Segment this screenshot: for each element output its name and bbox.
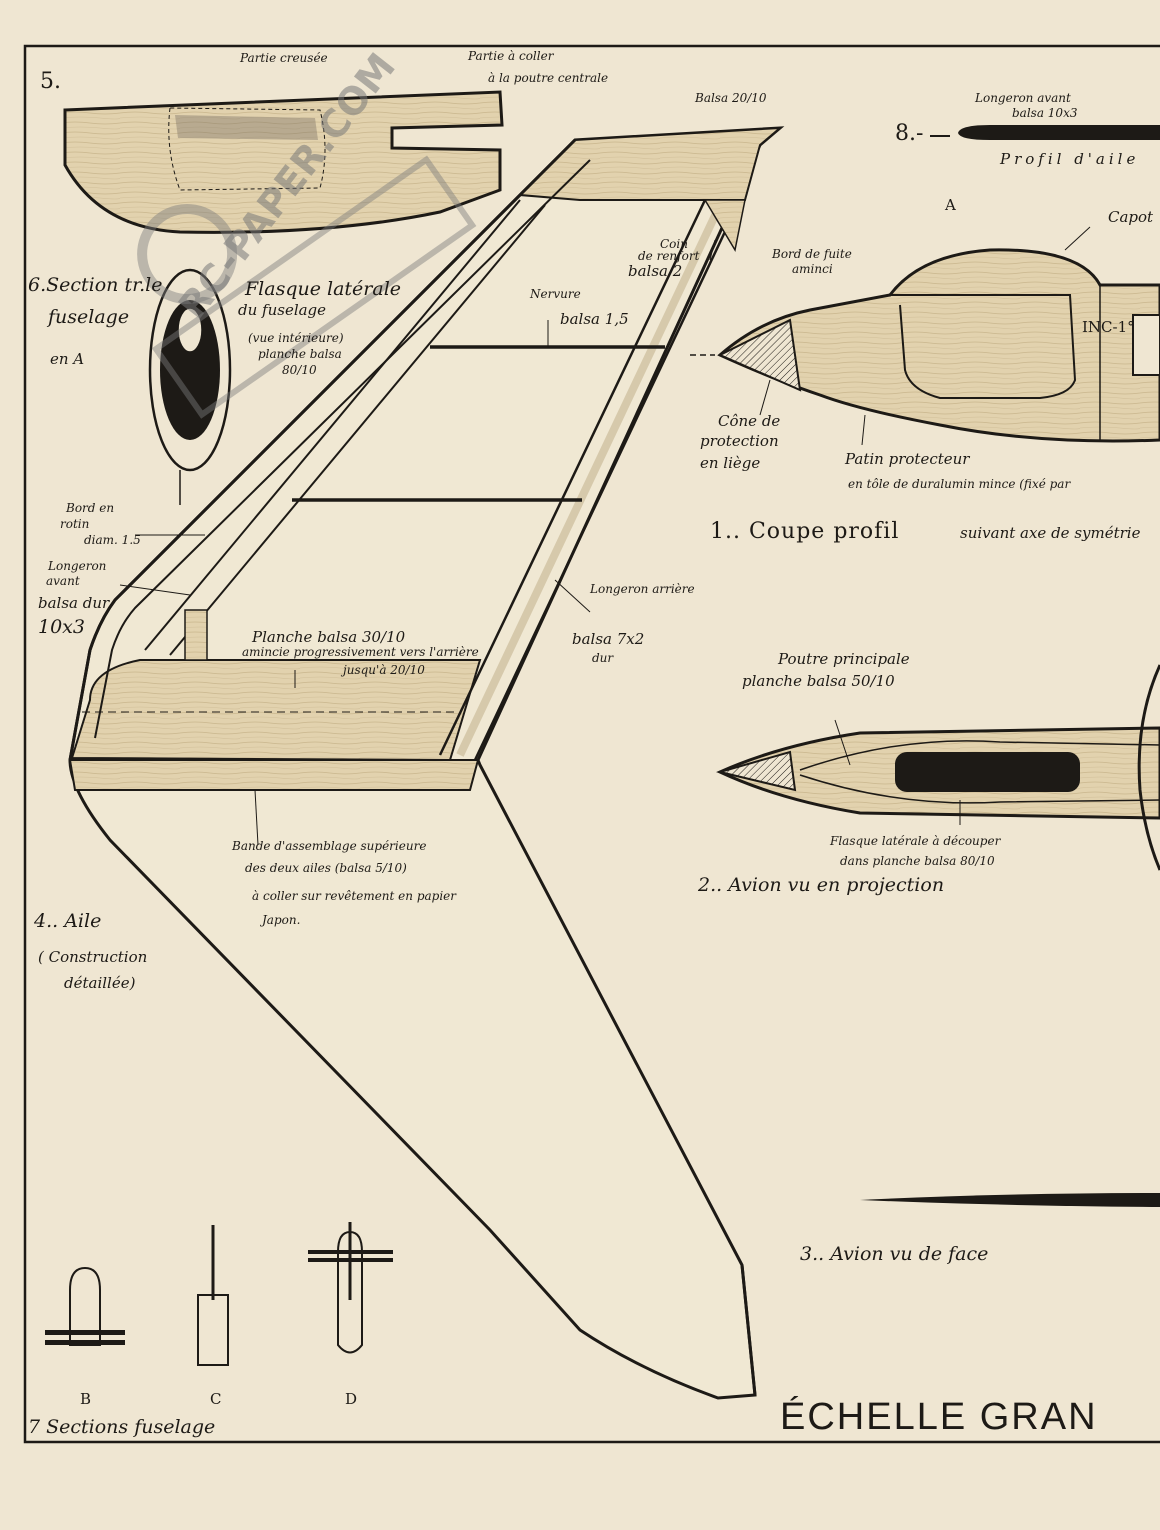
view-5-beam-part: [63, 90, 504, 234]
view-8-spar-1: Longeron avant: [975, 91, 1071, 105]
wing-coin-2: de renfort: [638, 249, 700, 263]
wing-trailing-edge-1: Bord de fuite: [772, 247, 852, 261]
section-c-label: C: [210, 1390, 222, 1408]
wing-rattan-3: diam. 1.5: [84, 533, 141, 547]
wing-plank-3: jusqu'à 20/10: [343, 663, 425, 677]
wing-rear-spar: Longeron arrière: [590, 582, 695, 596]
wing-coin-1: Coin: [660, 237, 688, 251]
view-5-number: 5.: [40, 69, 61, 94]
view-6-flasque-1: Flasque latérale: [245, 278, 402, 300]
view-7-sections: [45, 1222, 393, 1366]
view-1-section-a: A: [945, 196, 956, 214]
view-4-title-2: ( Construction: [38, 948, 148, 966]
view-1-incidence: INC-1°: [1082, 318, 1135, 336]
wing-band-3: à coller sur revêtement en papier: [252, 889, 457, 903]
section-d-label: D: [345, 1390, 358, 1408]
view-8-number: 8.-: [895, 121, 924, 146]
wing-balsa-top: Balsa 20/10: [695, 91, 767, 105]
view-8-wing-profile: [930, 125, 1160, 140]
view-1-skid-2: en tôle de duralumin mince (fixé par: [848, 477, 1071, 491]
wing-trailing-edge-2: aminci: [792, 262, 833, 276]
wing-front-spar-2: avant: [46, 574, 80, 588]
view-3-caption: 3.. Avion vu de face: [800, 1243, 989, 1265]
view-4-title-3: détaillée): [64, 974, 136, 992]
wing-coin-3: balsa 2: [628, 262, 683, 280]
view-6-flasque-4: planche balsa: [258, 347, 342, 361]
scale-title: ÉCHELLE GRAN: [780, 1396, 1098, 1438]
wing-balsa-7x2-2: dur: [592, 651, 614, 665]
wing-front-spar-3: balsa dur: [38, 594, 110, 612]
view-1-cone-1: Cône de: [718, 412, 781, 430]
view-6-title-1: 6.Section tr.le: [28, 274, 163, 296]
view-2-beam-2: planche balsa 50/10: [742, 672, 895, 690]
view-5-glue-label-1: Partie à coller: [468, 49, 554, 63]
view-1-caption-1: 1.. Coupe profil: [710, 519, 900, 544]
view-1-capot: Capot: [1108, 208, 1154, 226]
view-6-flasque-2: du fuselage: [238, 301, 327, 319]
view-2-flasque-2: dans planche balsa 80/10: [840, 854, 995, 868]
view-1-cone-3: en liège: [700, 454, 761, 472]
watermark-stamp: [137, 155, 477, 419]
view-2-flasque-1: Flasque latérale à découper: [830, 834, 1001, 848]
view-5-glue-label-2: à la poutre centrale: [488, 71, 609, 85]
view-1-caption-2: suivant axe de symétrie: [960, 524, 1141, 542]
wing-front-spar-1: Longeron: [48, 559, 107, 573]
wing-rattan-1: Bord en: [66, 501, 115, 515]
view-3-front-view: [860, 1193, 1160, 1207]
view-2-projection: [716, 664, 1160, 871]
view-8-spar-2: balsa 10x3: [1012, 106, 1078, 120]
wing-rattan-2: rotin: [60, 517, 90, 531]
view-5-hollow-label: Partie creusée: [240, 51, 328, 65]
wing-front-spar-4: 10x3: [38, 616, 85, 638]
view-6-flasque-3: (vue intérieure): [248, 331, 344, 345]
wing-rib-1: Nervure: [530, 287, 581, 301]
wing-balsa-7x2-1: balsa 7x2: [572, 630, 645, 648]
wing-band-4: Japon.: [262, 913, 301, 927]
view-4-title-1: 4.. Aile: [34, 910, 102, 932]
view-4-wing: [68, 126, 785, 1400]
section-b-label: B: [80, 1390, 92, 1408]
wing-band-1: Bande d'assemblage supérieure: [232, 839, 427, 853]
view-6-flasque-5: 80/10: [282, 363, 317, 377]
view-6-title-2: fuselage: [48, 306, 130, 328]
wing-plank-2: amincie progressivement vers l'arrière: [242, 645, 479, 659]
view-8-profile: Profil d'aile: [1000, 150, 1140, 168]
wing-plank-1: Planche balsa 30/10: [252, 628, 406, 646]
view-6-title-3: en A: [50, 350, 85, 368]
view-2-caption: 2.. Avion vu en projection: [698, 874, 945, 896]
wing-rib-2: balsa 1,5: [560, 310, 629, 328]
view-7-title: 7 Sections fuselage: [28, 1416, 216, 1438]
view-6-fuselage-section: [148, 268, 232, 505]
view-1-cone-2: protection: [700, 432, 779, 450]
view-2-beam-1: Poutre principale: [778, 650, 910, 668]
frame-border: [23, 44, 1160, 1444]
wing-band-2: des deux ailes (balsa 5/10): [245, 861, 407, 875]
view-1-skid-1: Patin protecteur: [845, 450, 970, 468]
